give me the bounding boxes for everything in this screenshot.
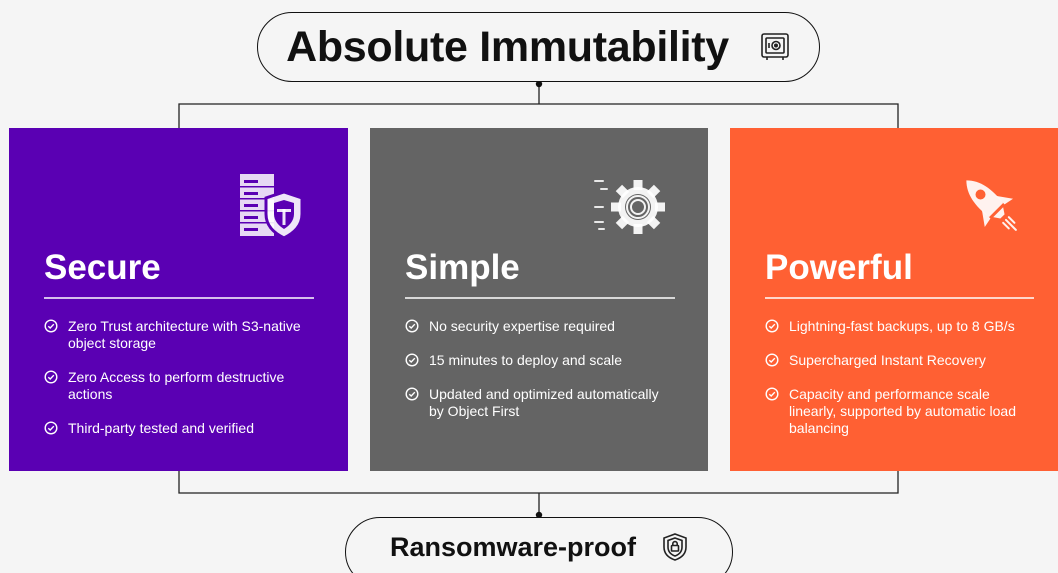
list-item: Supercharged Instant Recovery bbox=[765, 352, 1035, 369]
list-item-text: Third-party tested and verified bbox=[68, 420, 254, 436]
list-item: Lightning-fast backups, up to 8 GB/s bbox=[765, 318, 1035, 335]
card-divider bbox=[765, 297, 1034, 299]
connector-top-dot bbox=[535, 80, 543, 88]
list-item-text: Zero Trust architecture with S3-native o… bbox=[68, 318, 301, 351]
card-title: Simple bbox=[405, 248, 520, 287]
feature-list: No security expertise required 15 minute… bbox=[405, 318, 675, 437]
list-item: Zero Access to perform destructive actio… bbox=[44, 369, 314, 403]
check-circle-icon bbox=[405, 387, 419, 405]
check-circle-icon bbox=[405, 319, 419, 337]
list-item: 15 minutes to deploy and scale bbox=[405, 352, 675, 369]
card-secure: Secure Zero Trust architecture with S3-n… bbox=[9, 128, 348, 471]
list-item: Capacity and performance scale linearly,… bbox=[765, 386, 1035, 437]
feature-list: Zero Trust architecture with S3-native o… bbox=[44, 318, 314, 454]
list-item-text: 15 minutes to deploy and scale bbox=[429, 352, 623, 368]
card-divider bbox=[44, 297, 314, 299]
rocket-icon bbox=[955, 169, 1027, 250]
card-title: Powerful bbox=[765, 248, 913, 287]
check-circle-icon bbox=[44, 319, 58, 337]
header-pill: Absolute Immutability bbox=[257, 12, 820, 82]
check-circle-icon bbox=[405, 353, 419, 371]
check-circle-icon bbox=[44, 421, 58, 439]
list-item-text: Zero Access to perform destructive actio… bbox=[68, 369, 285, 402]
list-item-text: Updated and optimized automatically by O… bbox=[429, 386, 659, 419]
card-powerful: Powerful Lightning-fast backups, up to 8… bbox=[730, 128, 1058, 471]
page-title: Absolute Immutability bbox=[286, 22, 729, 71]
list-item: No security expertise required bbox=[405, 318, 675, 335]
list-item: Updated and optimized automatically by O… bbox=[405, 386, 675, 420]
server-shield-icon bbox=[238, 172, 308, 245]
footer-label: Ransomware-proof bbox=[389, 532, 637, 562]
safe-icon bbox=[759, 31, 791, 63]
card-simple: Simple No security expertise required 15… bbox=[370, 128, 708, 471]
gear-icon bbox=[592, 177, 668, 244]
connector-bottom-bracket bbox=[178, 471, 899, 494]
connector-top-bracket bbox=[178, 103, 899, 128]
list-item: Zero Trust architecture with S3-native o… bbox=[44, 318, 314, 352]
list-item-text: Lightning-fast backups, up to 8 GB/s bbox=[789, 318, 1015, 334]
list-item: Third-party tested and verified bbox=[44, 420, 314, 437]
card-title: Secure bbox=[44, 248, 161, 287]
list-item-text: No security expertise required bbox=[429, 318, 615, 334]
check-circle-icon bbox=[765, 387, 779, 405]
list-item-text: Supercharged Instant Recovery bbox=[789, 352, 986, 368]
card-divider bbox=[405, 297, 675, 299]
check-circle-icon bbox=[44, 370, 58, 388]
feature-list: Lightning-fast backups, up to 8 GB/s Sup… bbox=[765, 318, 1035, 454]
check-circle-icon bbox=[765, 319, 779, 337]
footer-pill: Ransomware-proof bbox=[345, 517, 733, 573]
list-item-text: Capacity and performance scale linearly,… bbox=[789, 386, 1016, 436]
check-circle-icon bbox=[765, 353, 779, 371]
shield-lock-icon bbox=[662, 532, 688, 562]
